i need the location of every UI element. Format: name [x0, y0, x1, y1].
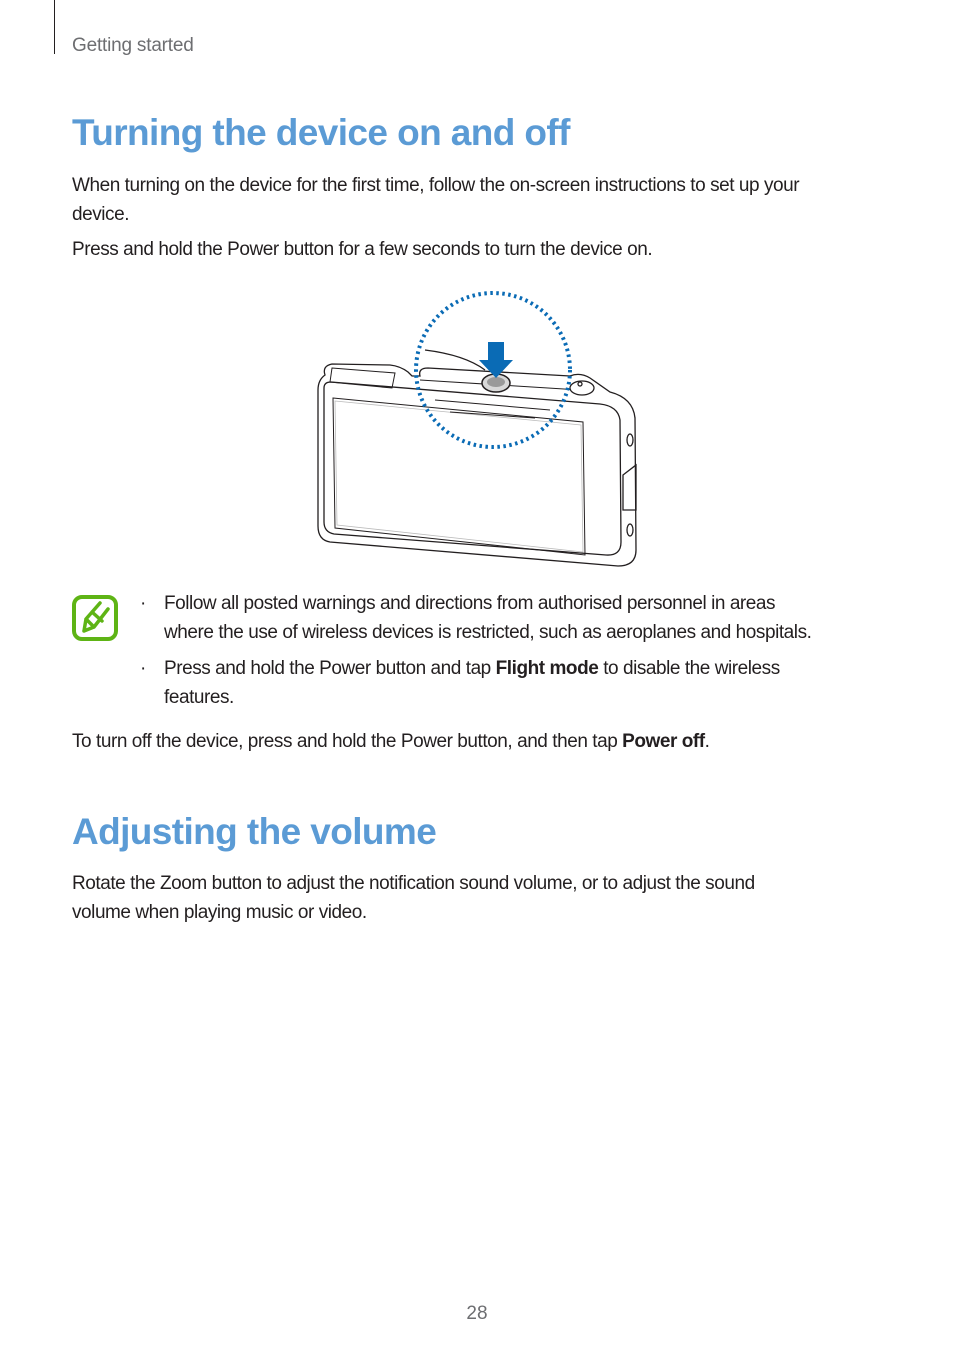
note-pencil-icon: [72, 595, 118, 641]
bullet-dot: ·: [140, 593, 146, 614]
power-on-instruction: Press and hold the Power button for a fe…: [72, 239, 653, 260]
flight-mode-label: Flight mode: [495, 658, 599, 679]
power-off-label: Power off: [622, 731, 705, 752]
text: To turn off the device, press and hold t…: [72, 731, 623, 752]
note-bullet-list: · Follow all posted warnings and directi…: [140, 589, 812, 719]
volume-line-1: Rotate the Zoom button to adjust the not…: [72, 873, 755, 894]
device-power-illustration: [300, 280, 650, 580]
bullet-2-line-1: Press and hold the Power button and tap …: [164, 654, 811, 683]
list-item: · Follow all posted warnings and directi…: [140, 589, 812, 647]
intro-line-2: device.: [72, 204, 130, 225]
bullet-1-line-2: where the use of wireless devices is res…: [164, 622, 812, 643]
margin-rule: [54, 0, 55, 54]
list-item: · Press and hold the Power button and ta…: [140, 654, 811, 712]
section-title-volume: Adjusting the volume: [72, 811, 437, 852]
power-off-instruction: To turn off the device, press and hold t…: [72, 727, 710, 756]
text: .: [704, 731, 710, 752]
running-head: Getting started: [72, 35, 194, 56]
page-number: 28: [466, 1303, 488, 1324]
text: to disable the wireless: [598, 658, 780, 679]
volume-line-2: volume when playing music or video.: [72, 902, 367, 923]
bullet-1-line-1: Follow all posted warnings and direction…: [164, 593, 776, 614]
section-title-power: Turning the device on and off: [72, 112, 570, 153]
intro-line-1: When turning on the device for the first…: [72, 175, 800, 196]
text: Press and hold the Power button and tap: [164, 658, 496, 679]
bullet-dot: ·: [140, 658, 146, 679]
bullet-2-line-2: features.: [164, 687, 234, 708]
